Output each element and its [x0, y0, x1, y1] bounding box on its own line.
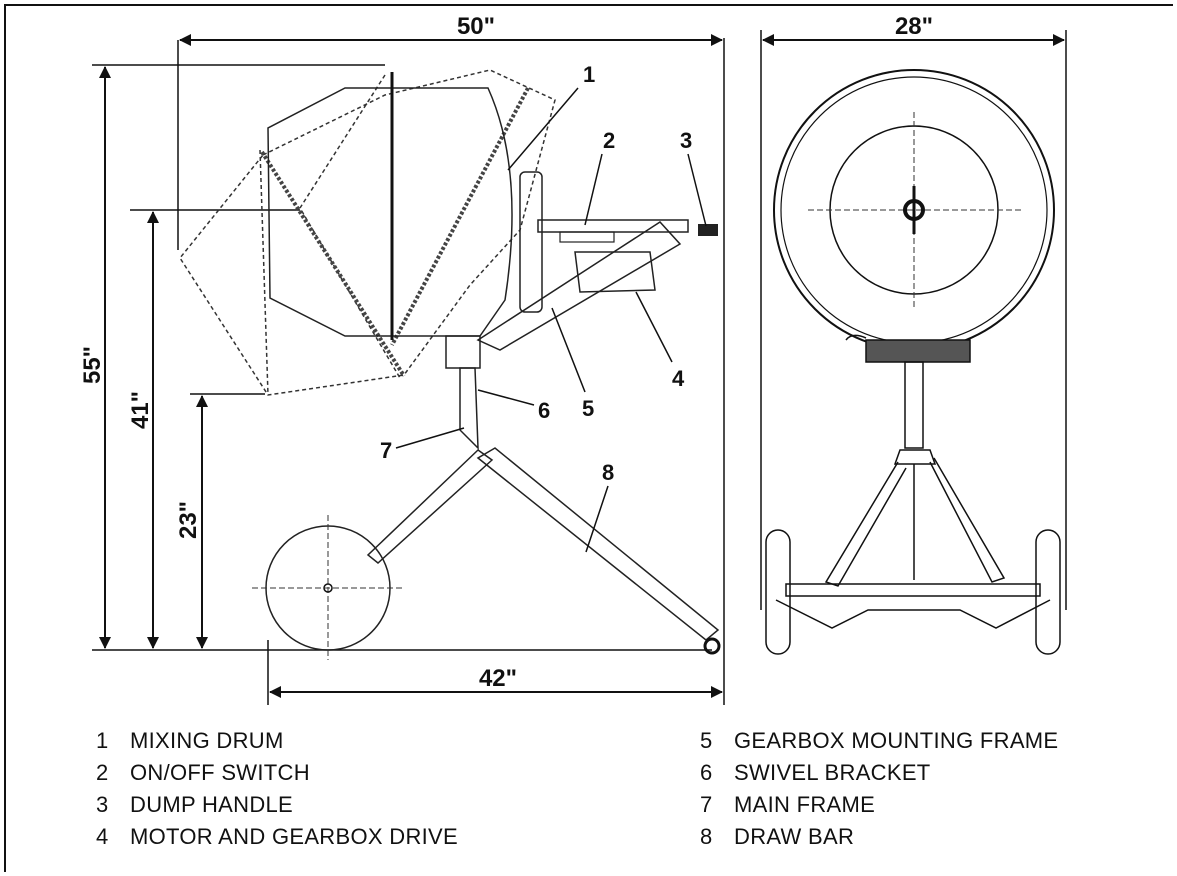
legend-label: SWIVEL BRACKET	[734, 760, 931, 785]
front-left-leg	[824, 461, 907, 587]
front-left-wheel	[765, 529, 791, 655]
front-axle	[785, 583, 1041, 597]
legend-item: 4 MOTOR AND GEARBOX DRIVE	[96, 824, 458, 850]
legend-label: MIXING DRUM	[130, 728, 284, 753]
legend-label: MOTOR AND GEARBOX DRIVE	[130, 824, 458, 849]
legend-item: 3 DUMP HANDLE	[96, 792, 293, 818]
legend-number: 3	[96, 792, 109, 817]
callout-3-leader	[687, 153, 707, 227]
swivel-bracket	[445, 335, 481, 369]
dimension-lines: 50" 28" 55" 41" 23" 42"	[79, 13, 1067, 705]
dim-55-label: 55"	[79, 346, 106, 384]
legend-number: 8	[700, 824, 713, 849]
callout-4-leader	[635, 291, 673, 363]
front-right-leg	[929, 457, 1006, 583]
gearbox-mounting-frame	[476, 221, 682, 351]
legend-item: 7 MAIN FRAME	[700, 792, 875, 818]
legend-number: 6	[700, 760, 713, 785]
legend-number: 1	[96, 728, 109, 753]
legend-number: 2	[96, 760, 109, 785]
dim-41-label: 41"	[127, 391, 154, 429]
dim-28-label: 28"	[895, 13, 933, 40]
gearbox-mount-plate	[519, 171, 543, 313]
legend-label: DRAW BAR	[734, 824, 855, 849]
mixing-drum-side	[267, 87, 513, 337]
callout-5: 5	[582, 396, 594, 421]
legend-label: DUMP HANDLE	[130, 792, 294, 817]
callout-2: 2	[603, 128, 615, 153]
legend-number: 5	[700, 728, 713, 753]
callout-5-leader	[551, 307, 586, 393]
callout-6-leader	[477, 389, 535, 406]
on-off-switch-bracket	[537, 219, 689, 233]
callouts: 1 2 3 4 5 6 7 8	[380, 62, 707, 553]
wheel-side-hub	[323, 583, 333, 593]
legend-item: 5 GEARBOX MOUNTING FRAME	[700, 728, 1058, 754]
callout-6: 6	[538, 398, 550, 423]
callout-8-leader	[585, 485, 609, 553]
front-gearbox-bracket	[865, 339, 971, 363]
legend-number: 7	[700, 792, 713, 817]
dim-50-label: 50"	[457, 13, 495, 40]
legend-label: MAIN FRAME	[734, 792, 876, 817]
draw-bar	[476, 447, 720, 641]
callout-2-leader	[584, 153, 603, 226]
tilted-drum-outline	[179, 69, 556, 396]
switch-body	[559, 231, 615, 243]
front-right-wheel	[1035, 529, 1061, 655]
legend-label: GEARBOX MOUNTING FRAME	[734, 728, 1059, 753]
legend-item: 6 SWIVEL BRACKET	[700, 760, 931, 786]
legend-item: 8 DRAW BAR	[700, 824, 854, 850]
draw-bar-hitch	[703, 637, 721, 655]
front-frame-hub	[893, 449, 937, 465]
callout-3: 3	[680, 128, 692, 153]
front-main-frame-post	[904, 361, 924, 449]
motor-gearbox-drive	[574, 251, 656, 293]
legend-item: 1 MIXING DRUM	[96, 728, 284, 754]
callout-4: 4	[672, 366, 685, 391]
callout-1: 1	[583, 62, 595, 87]
tilted-drum-band	[390, 87, 530, 346]
legend-number: 4	[96, 824, 109, 849]
callout-8: 8	[602, 460, 614, 485]
main-frame-wheel-leg	[366, 449, 494, 564]
front-draw-bar	[775, 599, 1051, 629]
legend-label: ON/OFF SWITCH	[130, 760, 310, 785]
tilted-drum-rim	[260, 150, 406, 378]
dump-handle	[698, 224, 718, 236]
dim-42-label: 42"	[479, 665, 517, 692]
dim-23-label: 23"	[175, 501, 202, 539]
front-view	[765, 69, 1061, 655]
callout-7: 7	[380, 438, 392, 463]
main-frame-upright	[459, 367, 479, 450]
callout-7-leader	[395, 427, 465, 449]
callout-1-leader	[507, 87, 579, 171]
diagram-frame	[4, 4, 1173, 872]
legend-item: 2 ON/OFF SWITCH	[96, 760, 310, 786]
front-switch-cable	[845, 334, 867, 341]
